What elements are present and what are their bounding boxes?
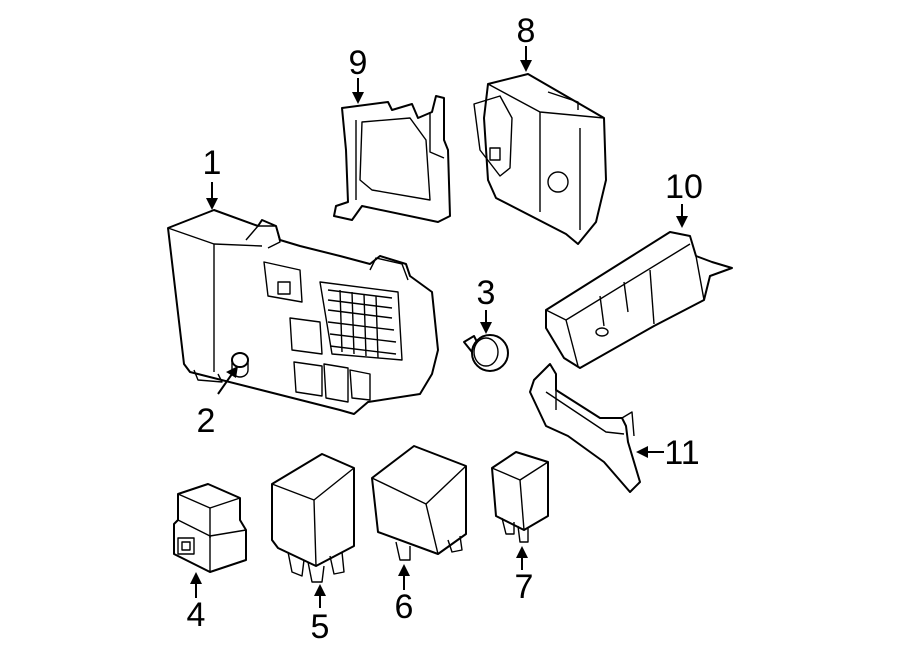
- callout-7: 7: [515, 568, 534, 606]
- part-8-control-module: [473, 73, 607, 245]
- part-10-fuse-tray: [545, 231, 733, 369]
- part-7-relay: [491, 451, 549, 543]
- callout-11: 11: [664, 434, 699, 472]
- callout-6: 6: [395, 588, 414, 626]
- part-3-grommet: [463, 334, 509, 372]
- part-9-bracket: [333, 95, 451, 223]
- callout-5: 5: [311, 608, 330, 646]
- callout-10: 10: [665, 168, 703, 206]
- callout-3: 3: [477, 274, 496, 312]
- callout-1: 1: [203, 144, 222, 182]
- part-1-junction-box: [167, 209, 439, 415]
- callout-9: 9: [349, 44, 368, 82]
- callout-arrows: [190, 46, 688, 608]
- callout-4: 4: [187, 596, 206, 634]
- part-4-relay: [173, 483, 247, 573]
- callout-8: 8: [517, 12, 536, 50]
- part-2-pin: [231, 352, 249, 378]
- part-6-relay: [371, 445, 467, 561]
- callout-2: 2: [197, 402, 216, 440]
- part-5-relay: [271, 453, 355, 583]
- callout-labels: 1 2 3 4 5 6 7 8 9 10 11: [187, 12, 703, 646]
- part-11-support-bracket: [529, 363, 641, 493]
